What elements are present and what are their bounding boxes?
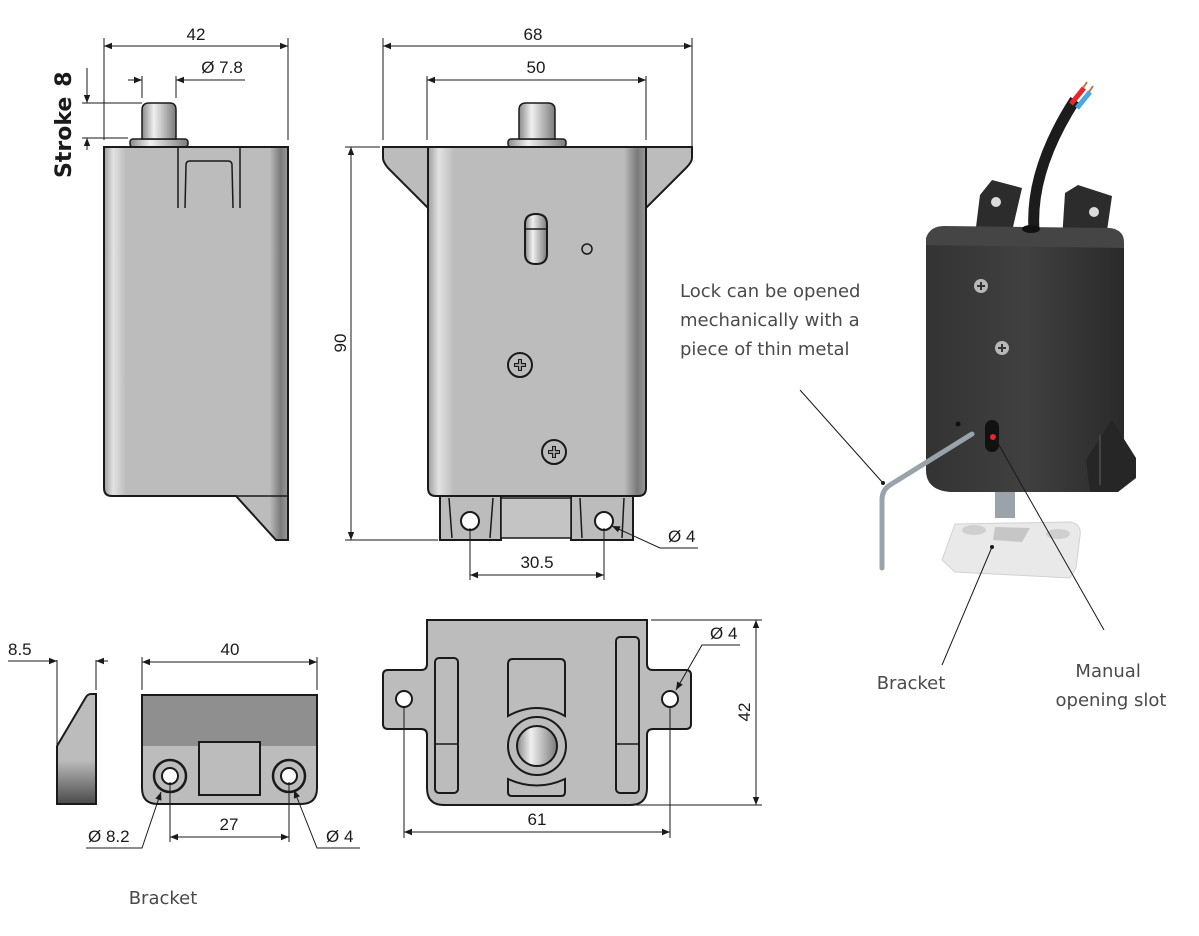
slot-label: Manual opening slot <box>1056 661 1167 711</box>
mount-hole <box>661 690 679 708</box>
mount-hole <box>395 690 413 708</box>
slot-leader <box>994 437 1105 631</box>
plunger <box>995 492 1015 518</box>
pin-hole <box>581 243 593 255</box>
wire-red <box>1069 86 1086 106</box>
manual-opening-slot <box>524 212 548 266</box>
bracket-side <box>56 693 97 805</box>
product-render: Lock can be opened mechanically with a p… <box>680 81 1167 711</box>
bracket-hole <box>161 767 179 785</box>
overall-width-label: 68 <box>524 25 543 44</box>
wire-blue <box>1075 90 1092 110</box>
side-width-label: 42 <box>187 25 206 44</box>
bottom-hole-spacing-label: 61 <box>528 810 547 829</box>
hole-spacing-label: 30.5 <box>520 553 553 572</box>
note-leader <box>799 389 884 484</box>
mount-hole <box>460 511 480 531</box>
lock-body-front <box>427 146 647 497</box>
mount-ear <box>975 180 1022 240</box>
metal-tool <box>879 431 975 571</box>
bracket-hole-spacing-label: 27 <box>220 815 239 834</box>
mount-hole <box>594 511 614 531</box>
body-width-label: 50 <box>527 58 546 77</box>
front-view: 68 50 90 30.5 Ø 4 <box>331 25 698 580</box>
cable <box>1028 97 1080 231</box>
bottom-view: 42 Ø 4 61 <box>382 619 762 838</box>
bracket-views: 8.5 40 27 Ø 8.2 Ø 4 Bracket <box>8 640 360 909</box>
plunger <box>518 102 556 140</box>
bracket-caption: Bracket <box>129 888 198 909</box>
bottom-hole-diameter-label: Ø 4 <box>710 624 737 643</box>
stroke-label: Stroke8 <box>52 71 77 178</box>
bracket-thickness-label: 8.5 <box>8 640 32 659</box>
left-flange <box>382 146 429 211</box>
bracket-render-label: Bracket <box>877 673 946 694</box>
bottom-depth-label: 42 <box>735 703 754 722</box>
bracket-3d <box>941 521 1081 579</box>
plunger-end <box>516 725 558 767</box>
height-label: 90 <box>331 334 350 353</box>
bracket-width-label: 40 <box>221 640 240 659</box>
screw-icon <box>507 352 533 378</box>
bracket-hole <box>280 767 298 785</box>
bracket-leader <box>941 546 993 666</box>
screw-icon <box>541 439 567 465</box>
housing-bottom <box>382 619 692 806</box>
plunger <box>141 102 177 140</box>
hole-diameter-label: Ø 4 <box>668 527 695 546</box>
counterbore-label: Ø 8.2 <box>88 827 130 846</box>
side-flange <box>1086 420 1136 492</box>
right-flange <box>645 146 693 211</box>
side-view: 42 Ø 7.8 Stroke8 <box>52 25 289 541</box>
bracket-hole-label: Ø 4 <box>326 827 353 846</box>
plunger-collar <box>129 138 189 148</box>
lock-body-side <box>103 146 289 541</box>
plunger-diameter-label: Ø 7.8 <box>201 58 243 77</box>
plunger-collar <box>507 138 567 148</box>
lock-housing <box>926 245 1124 492</box>
bracket-recess <box>198 741 261 796</box>
manual-open-note: Lock can be opened mechanically with a p… <box>680 281 866 360</box>
